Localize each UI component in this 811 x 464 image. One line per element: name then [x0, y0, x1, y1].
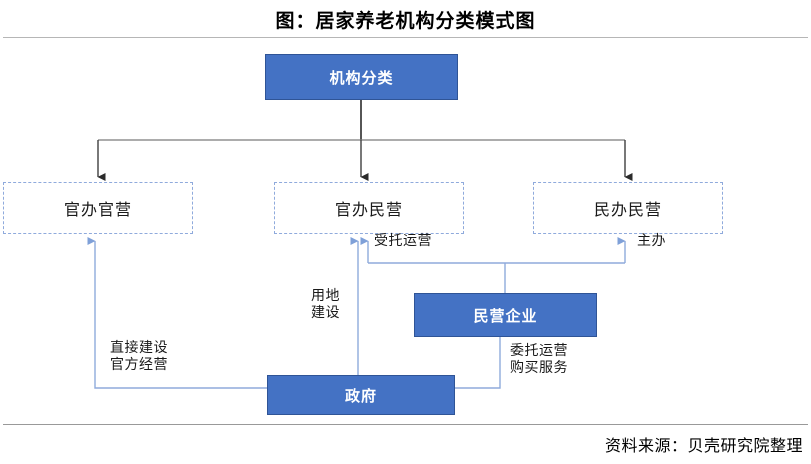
wire-enterprise-to-categories — [360, 237, 626, 293]
node-root[interactable]: 机构分类 — [265, 54, 458, 100]
wire-government-to-left-category — [87, 237, 267, 389]
node-category-official-private[interactable]: 官办民营 — [274, 182, 464, 234]
tree-connector-root — [97, 100, 633, 181]
node-category-private-run[interactable]: 民办民营 — [533, 182, 723, 234]
node-private-enterprise-label: 民营企业 — [473, 306, 538, 325]
node-category-private-run-label: 民办民营 — [593, 202, 662, 219]
edge-label-land-construction: 用地 建设 — [311, 289, 340, 321]
edge-label-entrusted-purchase: 委托运营 购买服务 — [510, 344, 568, 376]
connector-lines — [87, 100, 633, 389]
node-government-label: 政府 — [344, 386, 377, 405]
node-government[interactable]: 政府 — [267, 375, 455, 415]
diagram-canvas: 机构分类 官办官营 官办民营 民办民营 民营企业 政府 受托运营 主办 用地 建… — [0, 38, 811, 424]
edge-label-entrusted-operation: 受托运营 — [374, 234, 432, 249]
node-category-official-run-label: 官办官营 — [63, 202, 132, 219]
wire-government-to-enterprise — [455, 328, 501, 389]
node-private-enterprise[interactable]: 民营企业 — [414, 293, 597, 337]
edge-label-direct-build: 直接建设 官方经营 — [110, 341, 168, 373]
node-root-label: 机构分类 — [329, 68, 394, 87]
header-divider — [3, 37, 808, 38]
footer-divider — [3, 424, 808, 425]
page-title: 图：居家养老机构分类模式图 — [275, 11, 536, 32]
node-category-official-run[interactable]: 官办官营 — [3, 182, 193, 234]
edge-label-sponsor: 主办 — [637, 234, 666, 249]
source-note: 资料来源：贝壳研究院整理 — [604, 438, 803, 455]
node-category-official-private-label: 官办民营 — [334, 202, 403, 219]
